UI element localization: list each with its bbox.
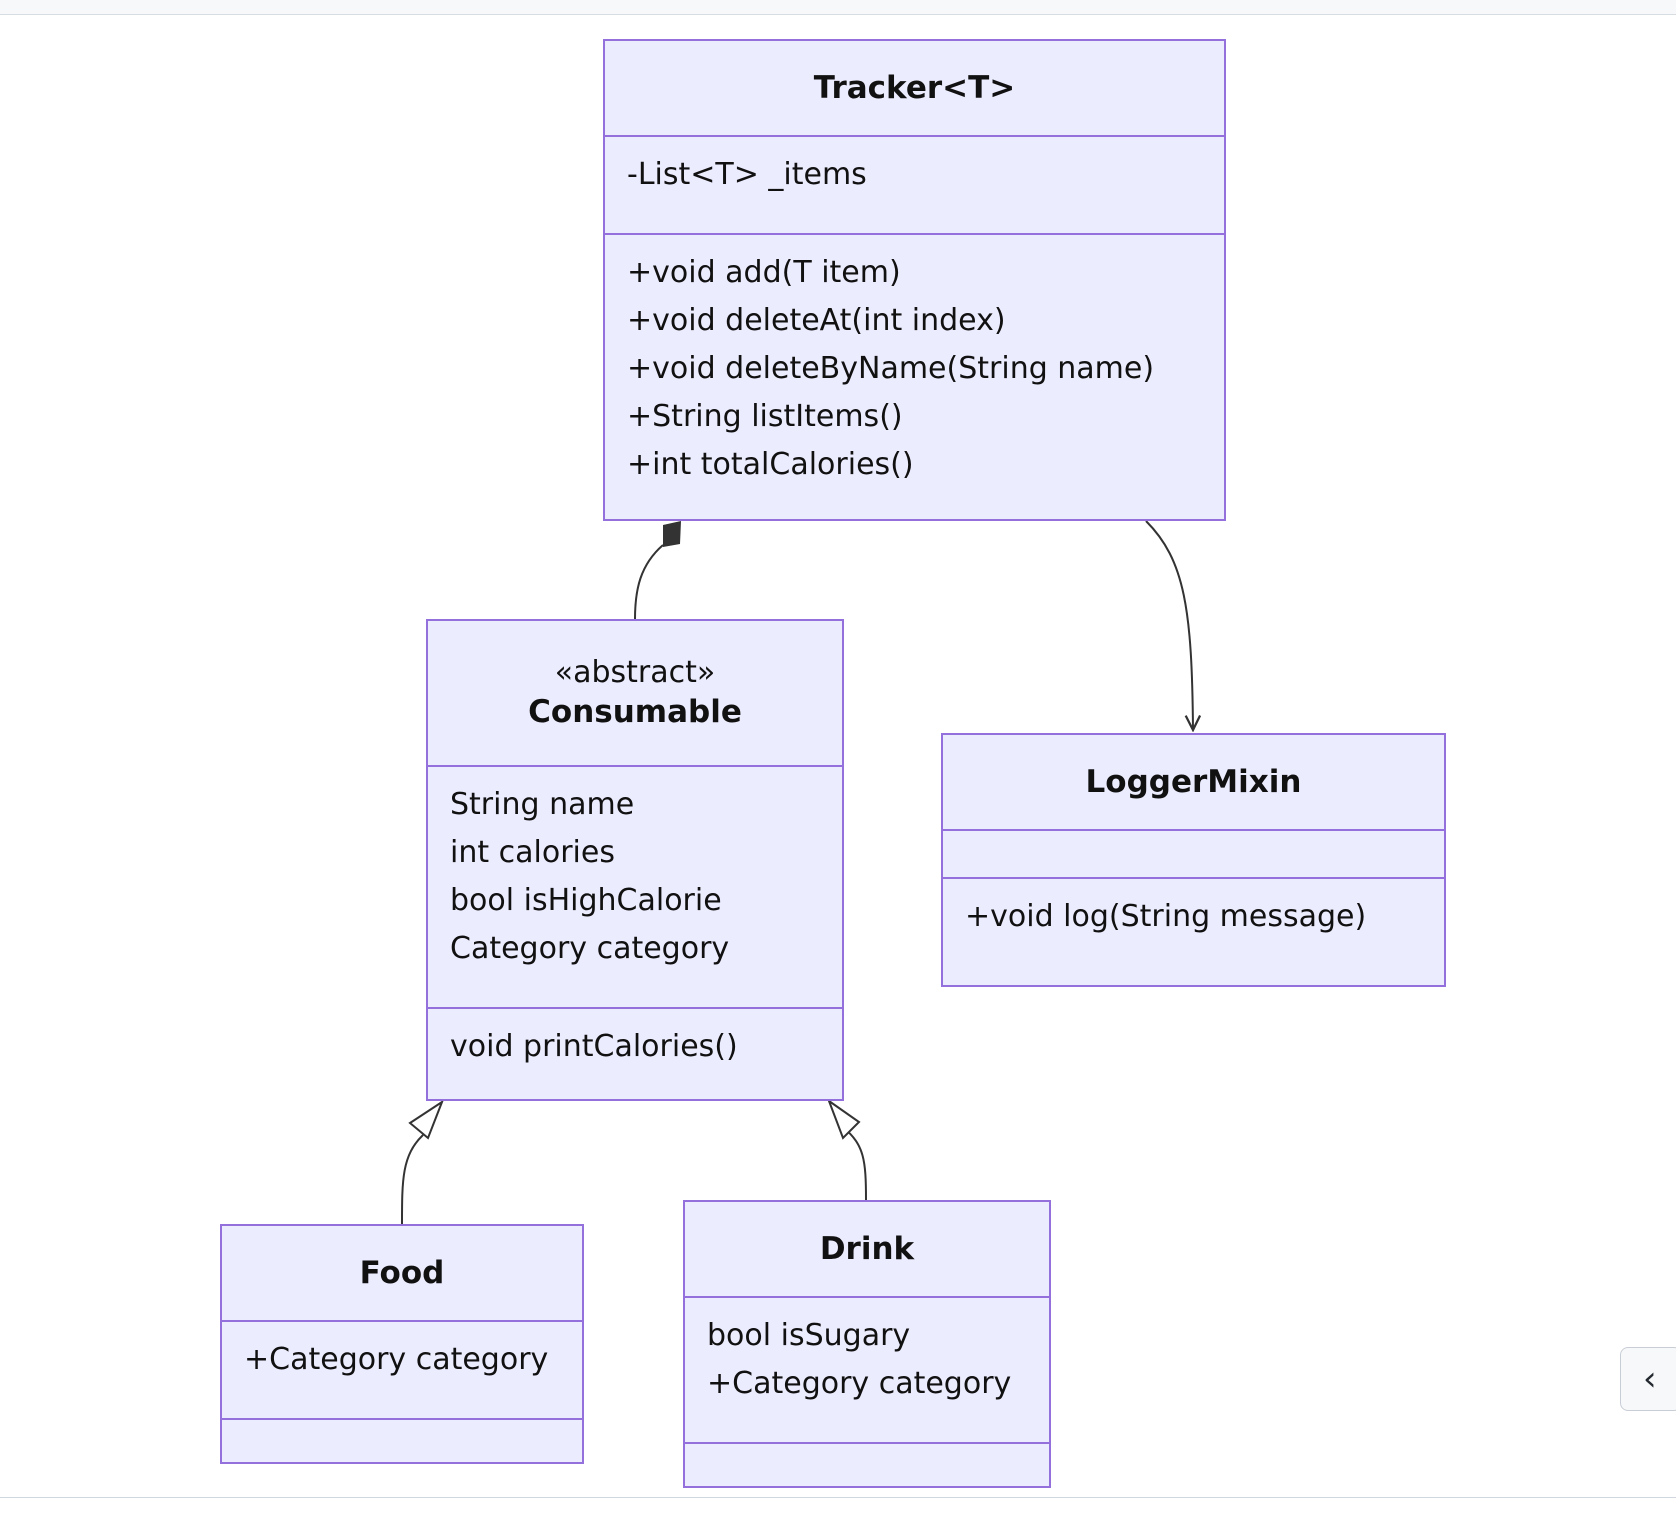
method: +String listItems() <box>627 399 903 434</box>
class-tracker-attributes: -List<T> _items <box>605 137 1224 233</box>
class-food-attributes: +Category category <box>222 1322 582 1418</box>
composition-diamond <box>663 521 681 547</box>
attribute: int calories <box>450 835 615 870</box>
top-toolbar-strip <box>0 0 1676 15</box>
bottom-divider <box>0 1497 1676 1498</box>
inheritance-edge-food <box>401 1134 424 1225</box>
class-tracker-header: Tracker<T> <box>605 41 1224 137</box>
attribute: String name <box>450 787 635 822</box>
class-food: Food +Category category <box>220 1224 584 1464</box>
class-food-title: Food <box>359 1254 445 1291</box>
class-consumable-methods: void printCalories() <box>428 1007 842 1071</box>
attribute: Category category <box>450 931 730 966</box>
method: +int totalCalories() <box>627 447 914 482</box>
attribute: +Category category <box>707 1366 1012 1401</box>
class-drink-title: Drink <box>819 1230 915 1267</box>
class-logger-mixin-title: LoggerMixin <box>1085 763 1302 800</box>
attribute: -List<T> _items <box>627 157 867 192</box>
class-consumable-header: «abstract» Consumable <box>428 621 842 767</box>
class-drink-methods <box>685 1442 1049 1486</box>
collapse-panel-button[interactable]: ‹ <box>1620 1347 1676 1411</box>
class-tracker-title: Tracker<T> <box>813 69 1016 106</box>
class-consumable-stereotype: «abstract» <box>554 655 716 691</box>
class-consumable-attributes: String name int calories bool isHighCalo… <box>428 767 842 1007</box>
method: +void deleteByName(String name) <box>627 351 1155 386</box>
class-drink-attributes: bool isSugary +Category category <box>685 1298 1049 1442</box>
class-drink: Drink bool isSugary +Category category <box>683 1200 1051 1488</box>
class-drink-header: Drink <box>685 1202 1049 1298</box>
class-logger-mixin-header: LoggerMixin <box>943 735 1444 831</box>
class-consumable-title: Consumable <box>528 694 742 731</box>
class-logger-mixin-attributes <box>943 831 1444 879</box>
attribute: bool isHighCalorie <box>450 883 722 918</box>
inheritance-triangle-drink <box>826 1098 861 1140</box>
composition-edge <box>634 544 664 620</box>
association-edge <box>1145 520 1193 730</box>
class-logger-mixin: LoggerMixin +void log(String message) <box>941 733 1446 987</box>
class-tracker-methods: +void add(T item) +void deleteAt(int ind… <box>605 233 1224 489</box>
chevron-left-icon: ‹ <box>1643 1359 1657 1399</box>
attribute: +Category category <box>244 1342 549 1377</box>
method: +void add(T item) <box>627 255 901 290</box>
inheritance-edge-drink <box>843 1127 867 1201</box>
class-food-methods <box>222 1418 582 1462</box>
class-tracker: Tracker<T> -List<T> _items +void add(T i… <box>603 39 1226 521</box>
method: void printCalories() <box>450 1029 738 1064</box>
class-logger-mixin-methods: +void log(String message) <box>943 879 1444 941</box>
method: +void deleteAt(int index) <box>627 303 1006 338</box>
method: +void log(String message) <box>965 899 1367 934</box>
inheritance-triangle-food <box>408 1099 445 1140</box>
class-food-header: Food <box>222 1226 582 1322</box>
class-consumable: «abstract» Consumable String name int ca… <box>426 619 844 1101</box>
attribute: bool isSugary <box>707 1318 911 1353</box>
